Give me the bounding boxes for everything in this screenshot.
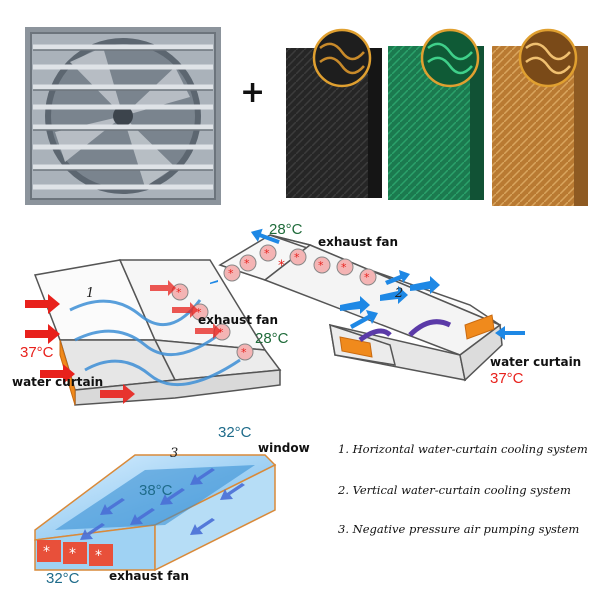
svg-text:*: *: [228, 267, 234, 280]
water-curtain-2a: [339, 336, 373, 358]
svg-text:*: *: [264, 247, 270, 260]
horizontal-system-diagram: * * * *: [25, 259, 282, 406]
svg-text:*: *: [364, 271, 370, 284]
svg-text:*: *: [241, 346, 247, 359]
negative-pressure-diagram: * * *: [34, 454, 277, 572]
svg-text:*: *: [176, 286, 182, 299]
diagram-2-number: 2: [395, 286, 404, 301]
diagram-3-temp-mid: 38°C: [139, 482, 173, 499]
exhaust-fan-photo: [25, 27, 221, 205]
svg-text:*: *: [244, 257, 250, 270]
diagram-3-temp-top: 32°C: [218, 424, 252, 441]
diagram-3-fan-label: exhaust fan: [109, 569, 189, 583]
diagram-1-temp-out: 28°C: [255, 330, 289, 347]
purple-flow-2: [408, 319, 452, 337]
svg-text:*: *: [278, 258, 285, 274]
inflow-arrows-1: [25, 294, 135, 404]
diagram-3-window-label: window: [258, 441, 310, 455]
cool-arrows-2: [210, 228, 525, 340]
fan-boxes-3: * * *: [37, 540, 113, 566]
vertical-system-diagram: * * * * * * * *: [210, 228, 525, 382]
diagram-1-curtain-label: water curtain: [12, 375, 104, 389]
legend-item-3: 3. Negative pressure air pumping system: [338, 522, 580, 536]
svg-text:*: *: [294, 251, 300, 264]
legend-item-2: 2. Vertical water-curtain cooling system: [338, 483, 571, 497]
svg-text:*: *: [95, 548, 102, 564]
outflow-arrows-1: [150, 280, 221, 339]
flow-arrows-3: [80, 468, 245, 540]
diagram-2-temp-out: 28°C: [269, 221, 303, 238]
diagram-1-temp-in: 37°C: [20, 344, 54, 361]
diagram-3-number: 3: [170, 446, 179, 461]
plus-sign: +: [240, 75, 266, 110]
diagram-2-fan-label: exhaust fan: [318, 235, 398, 249]
svg-text:*: *: [196, 306, 202, 319]
fan-icons-2: * * * * * * * *: [223, 244, 377, 286]
svg-text:*: *: [69, 546, 76, 562]
diagram-3-temp-bottom: 32°C: [46, 570, 80, 587]
svg-text:*: *: [43, 544, 50, 560]
svg-text:*: *: [318, 259, 324, 272]
diagram-2-curtain-label: water curtain: [490, 355, 582, 369]
diagram-1-fan-label: exhaust fan: [198, 313, 278, 327]
diagram-2-temp-in: 37°C: [490, 370, 524, 387]
water-curtain-2b: [464, 314, 495, 340]
legend-item-1: 1. Horizontal water-curtain cooling syst…: [338, 442, 588, 456]
cooling-pads-photo: [286, 28, 588, 206]
svg-text:*: *: [218, 326, 224, 339]
diagram-1-number: 1: [86, 286, 95, 301]
cool-flow-1: [69, 299, 241, 387]
svg-text:*: *: [341, 261, 347, 274]
